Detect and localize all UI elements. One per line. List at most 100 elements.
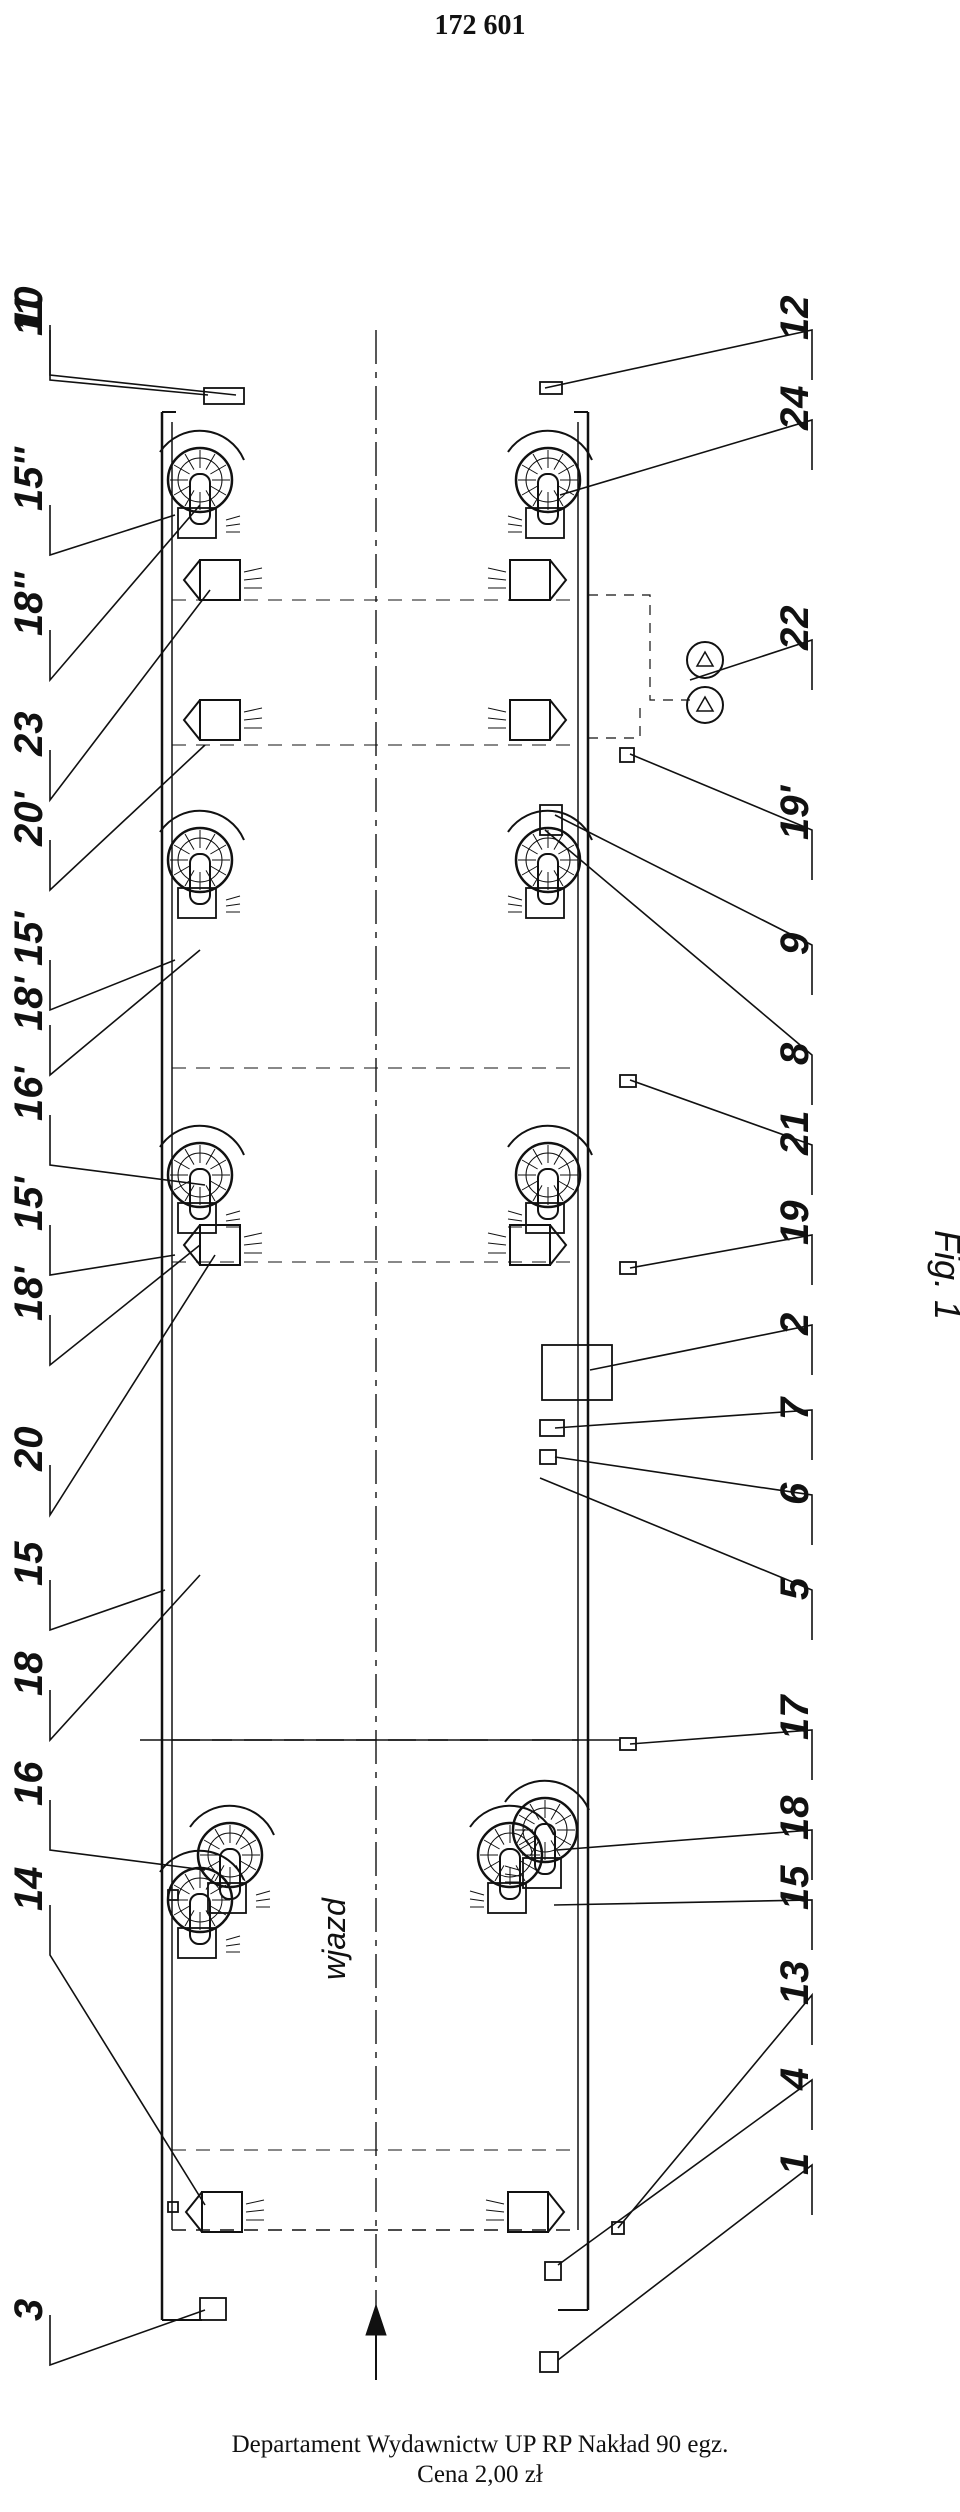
leader-line [49, 744, 206, 892]
reference-label-12: 12 [773, 296, 817, 341]
spray-mark [243, 1242, 263, 1246]
spray-nozzle-icon [487, 559, 568, 601]
reference-label-15: 15 [773, 1865, 817, 1910]
spray-mark [225, 1935, 241, 1941]
rotating-brush-icon [507, 429, 593, 539]
leader-line [49, 589, 211, 803]
brush-bristle [210, 1180, 227, 1191]
reference-label-24: 24 [773, 386, 817, 432]
brush-bristle [173, 464, 190, 475]
spray-mark [225, 1218, 241, 1222]
rotation-arc [159, 1849, 245, 1881]
leader-line [629, 1079, 813, 1195]
brush-bristle [558, 485, 575, 496]
leader-line [49, 1580, 166, 1632]
brush-bristle [210, 844, 227, 855]
nozzle-tip [184, 2191, 203, 2233]
spray-mark [243, 1232, 263, 1238]
reference-label-11: 11 [7, 294, 51, 336]
spray-mark [243, 577, 263, 581]
nozzle-body [509, 559, 551, 601]
reference-label-9: 9 [773, 932, 817, 955]
brush-outer [166, 446, 234, 514]
brush-bristle [521, 1159, 538, 1170]
leader-line [553, 1899, 813, 1950]
spray-mark [507, 523, 523, 527]
spray-mark [487, 567, 507, 573]
reference-label-13: 13 [773, 1961, 817, 2006]
brush-outer [166, 826, 234, 894]
reference-label-15p: 15' [7, 1176, 51, 1231]
reference-label-5: 5 [773, 1577, 817, 1600]
reference-label-10: 10 [7, 287, 51, 332]
reference-label-18: 18 [7, 1651, 51, 1696]
nozzle-body [509, 1224, 551, 1266]
leader-line [589, 1324, 813, 1375]
brush-outer [166, 1141, 234, 1209]
reference-label-16: 16 [7, 1761, 51, 1806]
nozzle-body [199, 1224, 241, 1266]
brush-bristle [532, 1148, 543, 1165]
spray-mark [487, 707, 507, 713]
nozzle-tip [549, 559, 568, 601]
spray-mark [255, 1898, 271, 1902]
reference-label-2: 2 [773, 1313, 817, 1336]
spray-nozzle-icon [182, 699, 263, 741]
spray-nozzle-icon [182, 559, 263, 601]
brush-outer [514, 446, 582, 514]
brush-bristle [205, 453, 216, 470]
reference-label-22: 22 [773, 606, 817, 652]
rotating-brush-icon [189, 1804, 275, 1914]
sensor-box [539, 2351, 559, 2373]
brush-bristle [521, 844, 538, 855]
leader-line [544, 329, 813, 389]
brush-bristle [205, 1148, 216, 1165]
brush-bristle [553, 1148, 564, 1165]
spray-mark [245, 2209, 265, 2213]
sensor-box [539, 1449, 557, 1465]
reference-label-16p: 16' [7, 1066, 51, 1121]
brush-arm [189, 853, 211, 905]
leader-line [49, 959, 176, 1012]
wash-machines [159, 381, 724, 2373]
leader-line [49, 330, 209, 396]
rotation-arc [469, 1804, 555, 1836]
brush-arm [189, 1168, 211, 1220]
spray-mark [504, 1865, 520, 1871]
rotating-brush-icon [159, 809, 245, 919]
pump-icon [686, 641, 724, 679]
rotation-arc [507, 429, 593, 461]
leader-line [49, 1115, 206, 1186]
spray-mark [507, 515, 523, 521]
nozzle-body [199, 699, 241, 741]
brush-arm [499, 1848, 521, 1900]
brush-outer [511, 1796, 579, 1864]
footer: Departament Wydawnictw UP RP Nakład 90 e… [0, 2430, 960, 2490]
leader-lines [49, 325, 813, 2367]
rotating-brush-icon [469, 1804, 555, 1914]
figure-caption: Fig. 1 [927, 1230, 960, 1320]
brush-bristle [558, 844, 575, 855]
brush-bristle [184, 833, 195, 850]
brush-bristle [532, 833, 543, 850]
reference-label-18p: 18' [7, 976, 51, 1031]
brush-motor [525, 507, 565, 539]
nozzle-tip [182, 699, 201, 741]
spray-nozzle-icon [485, 2191, 566, 2233]
brush-bristle [550, 1803, 561, 1820]
reference-label-1: 1 [773, 2153, 817, 2175]
brush-motor [487, 1882, 527, 1914]
reference-label-8: 8 [773, 1042, 817, 1065]
rotation-arc [189, 1804, 275, 1836]
brush-bristle [184, 453, 195, 470]
leader-line [49, 949, 201, 1077]
leader-line [49, 1800, 206, 1871]
brush-bristle [558, 464, 575, 475]
reference-label-6: 6 [773, 1482, 817, 1505]
leader-line [556, 1829, 813, 1880]
brush-bristle [558, 865, 575, 876]
leader-line [49, 1244, 201, 1367]
reference-label-7: 7 [773, 1396, 817, 1420]
spray-nozzle-icon [487, 1224, 568, 1266]
brush-bristle [558, 1159, 575, 1170]
